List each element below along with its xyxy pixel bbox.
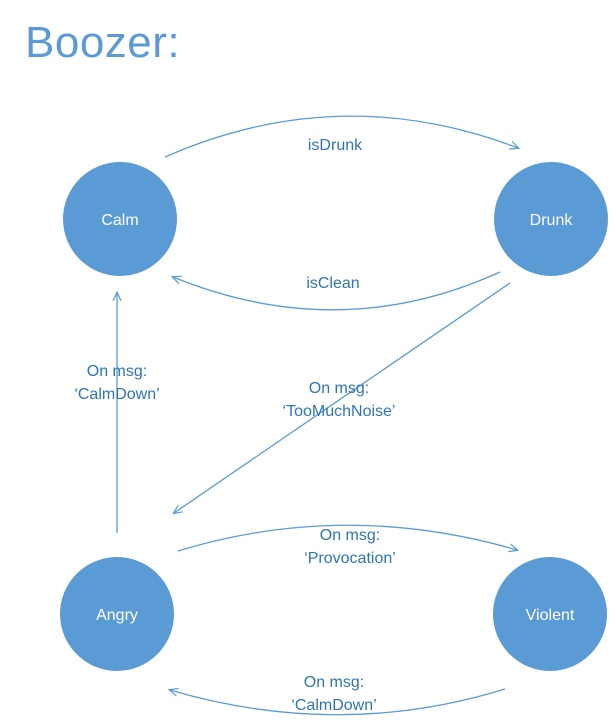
diagram-title: Boozer:	[25, 18, 181, 67]
node-drunk-circle	[494, 162, 608, 276]
edge-label-angry-calm-line2: ‘CalmDown’	[74, 386, 159, 403]
node-angry: Angry	[60, 557, 174, 671]
node-violent-label: Violent	[526, 607, 575, 624]
edge-drunk-to-angry	[174, 282, 511, 513]
edge-calm-to-drunk	[164, 115, 518, 158]
edge-label-provocation-line2: ‘Provocation’	[304, 550, 396, 567]
node-violent: Violent	[493, 557, 607, 671]
node-calm-circle	[63, 162, 177, 276]
node-angry-circle	[60, 557, 174, 671]
edge-label-violent-calm-line1: On msg:	[304, 674, 364, 691]
node-calm: Calm	[63, 162, 177, 276]
edge-violent-to-angry	[170, 689, 506, 716]
edge-label-toomuchnoise-line1: On msg:	[309, 380, 369, 397]
node-calm-label: Calm	[101, 212, 138, 229]
node-angry-label: Angry	[96, 607, 138, 624]
edge-label-toomuchnoise-line2: ‘TooMuchNoise’	[283, 403, 396, 420]
node-violent-circle	[493, 557, 607, 671]
edge-label-violent-calm-line2: ‘CalmDown’	[291, 697, 376, 714]
edge-label-provocation-line1: On msg:	[320, 527, 380, 544]
edge-label-angry-calm-line1: On msg:	[87, 363, 147, 380]
edge-label-isclean: isClean	[306, 275, 359, 292]
edge-label-isdrunk: isDrunk	[308, 137, 363, 154]
edge-labels: isDrunk isClean On msg: ‘CalmDown’ On ms…	[74, 137, 395, 714]
nodes: Calm Drunk Angry Violent	[60, 162, 608, 671]
node-drunk: Drunk	[494, 162, 608, 276]
node-drunk-label: Drunk	[530, 212, 574, 229]
edges	[117, 115, 518, 716]
edge-angry-to-violent	[177, 524, 517, 551]
edge-drunk-to-calm	[173, 271, 501, 311]
